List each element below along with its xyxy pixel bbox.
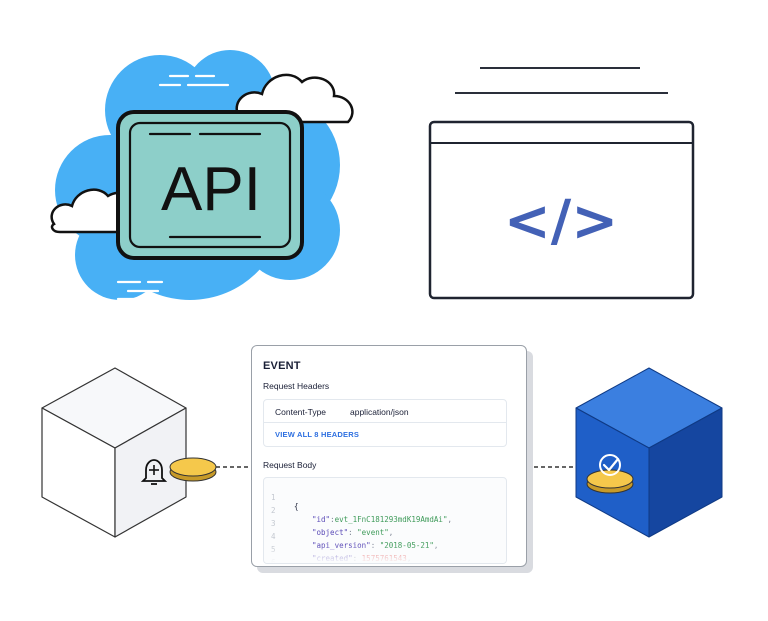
check-circle-icon xyxy=(599,454,621,476)
event-title: EVENT xyxy=(263,360,301,372)
api-screen: API xyxy=(116,110,304,260)
code-line: 3 "object": "event", xyxy=(271,519,394,537)
api-logo-text: API xyxy=(161,155,261,224)
header-key: Content-Type xyxy=(275,407,327,417)
event-card: EVENT Request Headers Content-Type appli… xyxy=(251,345,527,567)
code-fade xyxy=(264,545,506,563)
headers-box: Content-Type application/json VIEW ALL 8… xyxy=(263,399,507,447)
speed-lines xyxy=(116,74,230,301)
coin-right xyxy=(586,469,634,494)
blue-cube xyxy=(575,367,723,538)
bell-plus-icon xyxy=(140,459,168,485)
code-line: 1 { xyxy=(271,493,299,511)
request-headers-label: Request Headers xyxy=(263,381,330,391)
view-all-headers-link[interactable]: VIEW ALL 8 HEADERS xyxy=(275,430,360,439)
code-window-illustration: </> xyxy=(428,67,695,300)
request-body-code: 1 { 2 "id":evt_1FnC181293mdK19AmdAi", 3 … xyxy=(263,477,507,564)
white-cube xyxy=(41,367,187,538)
header-row: Content-Type application/json xyxy=(264,400,506,423)
header-value: application/json xyxy=(350,407,409,417)
coin-left xyxy=(169,457,217,482)
request-body-label: Request Body xyxy=(263,460,317,470)
code-brackets-icon: </> xyxy=(504,189,618,254)
code-line: 2 "id":evt_1FnC181293mdK19AmdAi", xyxy=(271,506,452,524)
code-window-frame xyxy=(428,120,695,300)
code-line: 4 "api_version": "2018-05-21", xyxy=(271,532,438,550)
